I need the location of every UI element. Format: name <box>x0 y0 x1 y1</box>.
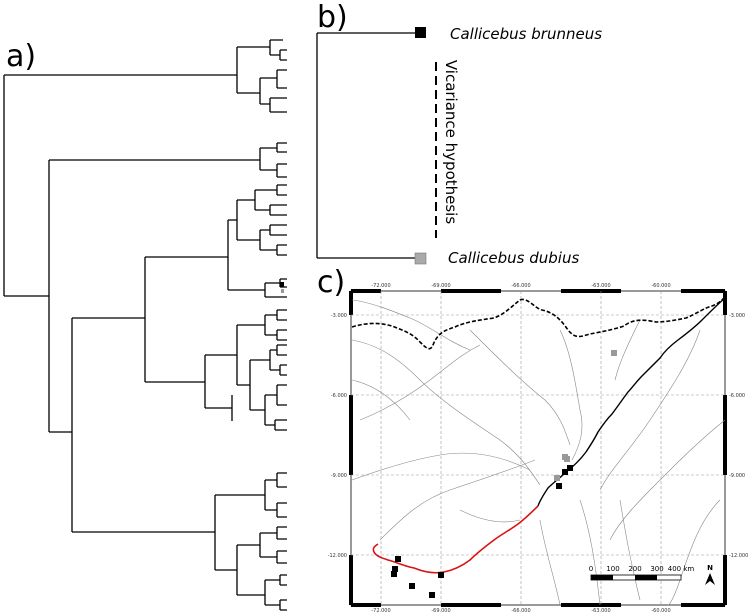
brunneus-point <box>395 556 401 562</box>
north-arrow-icon <box>705 573 715 585</box>
scale-label: 200 <box>628 565 641 573</box>
panel-b-label: b) <box>317 0 348 35</box>
taxon-label-brunneus: Callicebus brunneus <box>450 25 603 43</box>
lat-tick-left: -12.000 <box>328 553 347 559</box>
tree-tip-marker-black <box>280 282 284 287</box>
dubius-marker <box>414 252 427 265</box>
map-panel: -72.000 -69.000 -66.000 -63.000 -60.000 … <box>328 283 749 613</box>
lat-tick-right: -3.000 <box>729 313 745 319</box>
hypothesis-label: Vicariance hypothesis <box>442 59 460 225</box>
taxon-label-dubius: Callicebus dubius <box>448 249 580 267</box>
occurrence-markers <box>391 350 617 598</box>
map-neatline <box>349 289 727 607</box>
scale-label: 100 <box>606 565 619 573</box>
scale-bar <box>590 573 715 585</box>
north-label: N <box>707 564 713 572</box>
brunneus-point <box>438 572 444 578</box>
brunneus-point <box>429 592 435 598</box>
phylogeny-tree <box>3 39 287 611</box>
scale-label: 400 km <box>668 565 695 573</box>
scale-label: 300 <box>650 565 663 573</box>
lon-tick-top: -60.000 <box>651 283 670 289</box>
brunneus-point <box>556 483 562 489</box>
panel-c-label: c) <box>317 265 346 300</box>
lat-tick-right: -12.000 <box>729 553 748 559</box>
map-frame <box>350 290 726 606</box>
lon-tick-top: -66.000 <box>511 283 530 289</box>
lon-tick-bottom: -63.000 <box>591 608 610 613</box>
brunneus-point <box>567 465 573 471</box>
lon-tick-bottom: -60.000 <box>651 608 670 613</box>
lat-tick-right: -9.000 <box>729 473 745 479</box>
lat-tick-left: -9.000 <box>331 473 347 479</box>
brunneus-point <box>562 469 568 475</box>
northern-boundary-river <box>351 296 726 350</box>
dubius-point <box>564 456 570 462</box>
lat-tick-left: -6.000 <box>331 393 347 399</box>
dubius-point <box>554 475 560 481</box>
brunneus-marker <box>415 27 426 38</box>
lon-tick-bottom: -72.000 <box>371 608 390 613</box>
brunneus-point <box>392 566 398 572</box>
lon-tick-bottom: -66.000 <box>511 608 530 613</box>
dubius-point <box>611 350 617 356</box>
vicariance-tree <box>316 32 415 259</box>
lon-tick-top: -63.000 <box>591 283 610 289</box>
minor-rivers <box>351 299 726 606</box>
panel-a-label: a) <box>6 39 37 74</box>
lon-tick-bottom: -69.000 <box>431 608 450 613</box>
lat-tick-right: -6.000 <box>729 393 745 399</box>
lat-tick-left: -3.000 <box>331 313 347 319</box>
tree-tip-marker-gray <box>281 289 284 293</box>
map-graticule <box>351 291 725 605</box>
scale-label: 0 <box>589 565 593 573</box>
brunneus-point <box>409 583 415 589</box>
brunneus-point <box>391 571 397 577</box>
lon-tick-top: -69.000 <box>431 283 450 289</box>
lon-tick-top: -72.000 <box>371 283 390 289</box>
